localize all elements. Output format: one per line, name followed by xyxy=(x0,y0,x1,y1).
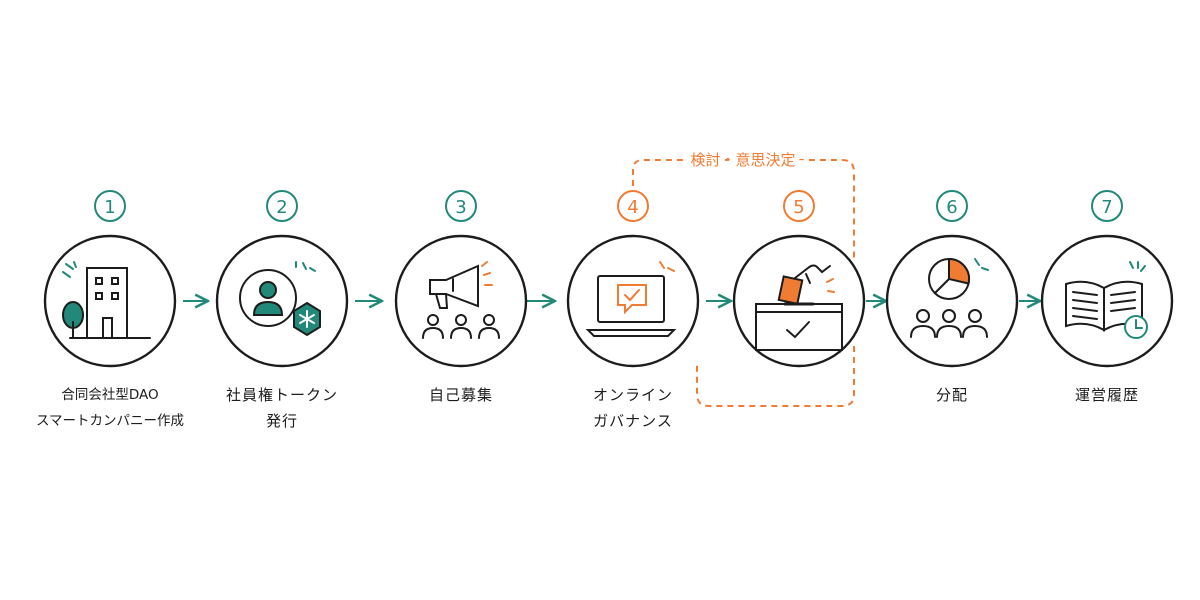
decision-loop xyxy=(632,159,855,407)
ballot-box-icon xyxy=(755,264,843,351)
step-1-circle xyxy=(43,234,177,368)
step-4-circle xyxy=(566,234,700,368)
step-3-number-circle xyxy=(445,190,477,222)
step-1-number-circle xyxy=(94,190,126,222)
step-6-number: 6 xyxy=(946,197,957,218)
step-2-label-line1: 社員権トークン xyxy=(225,386,338,404)
step-3-circle xyxy=(394,234,528,368)
step-4-label-line1: オンライン xyxy=(592,386,673,404)
book-clock-icon xyxy=(1065,261,1148,339)
step-2: 2 xyxy=(215,190,349,368)
step-6-label: 分配 xyxy=(867,382,1037,408)
loop-top-path xyxy=(632,159,855,262)
step-4-label: オンライン ガバナンス xyxy=(548,382,718,434)
step-7: 7 xyxy=(1040,190,1174,368)
laptop-chat-icon xyxy=(585,261,677,337)
loop-label: 検討・意思決定 xyxy=(690,151,795,169)
step-7-label: 運営履歴 xyxy=(1022,382,1192,408)
step-3-number: 3 xyxy=(455,197,466,218)
step-3: 3 xyxy=(394,190,528,368)
step-5-number-circle xyxy=(783,190,815,222)
pie-people-icon xyxy=(910,257,989,338)
step-7-number-circle xyxy=(1091,190,1123,222)
step-7-number: 7 xyxy=(1101,197,1112,218)
person-token-icon xyxy=(239,261,321,337)
loop-bottom-path xyxy=(696,346,855,407)
step-1: 1 xyxy=(43,190,177,368)
step-5: 5 xyxy=(732,190,866,368)
step-6: 6 xyxy=(885,190,1019,368)
step-1-label-line1: 合同会社型DAO xyxy=(61,387,159,403)
step-7-label-line1: 運営履歴 xyxy=(1074,386,1139,404)
step-1-number: 1 xyxy=(104,197,115,218)
step-1-label: 合同会社型DAO スマートカンパニー作成 xyxy=(25,382,195,434)
step-2-circle xyxy=(215,234,349,368)
step-4-label-line2: ガバナンス xyxy=(593,412,673,430)
building-tree-icon xyxy=(62,261,151,339)
step-4-number-circle xyxy=(617,190,649,222)
step-1-label-line2: スマートカンパニー作成 xyxy=(35,413,185,429)
step-2-label: 社員権トークン 発行 xyxy=(197,382,367,434)
step-6-label-line1: 分配 xyxy=(935,386,968,404)
step-2-label-line2: 発行 xyxy=(265,412,298,430)
megaphone-people-icon xyxy=(422,261,500,339)
step-4-number: 4 xyxy=(627,197,638,218)
step-3-label-line1: 自己募集 xyxy=(428,386,493,404)
step-4: 4 xyxy=(566,190,700,368)
step-2-number-circle xyxy=(266,190,298,222)
step-7-circle xyxy=(1040,234,1174,368)
step-3-label: 自己募集 xyxy=(376,382,546,408)
step-6-number-circle xyxy=(936,190,968,222)
step-2-number: 2 xyxy=(276,197,287,218)
step-5-number: 5 xyxy=(793,197,804,218)
step-6-circle xyxy=(885,234,1019,368)
